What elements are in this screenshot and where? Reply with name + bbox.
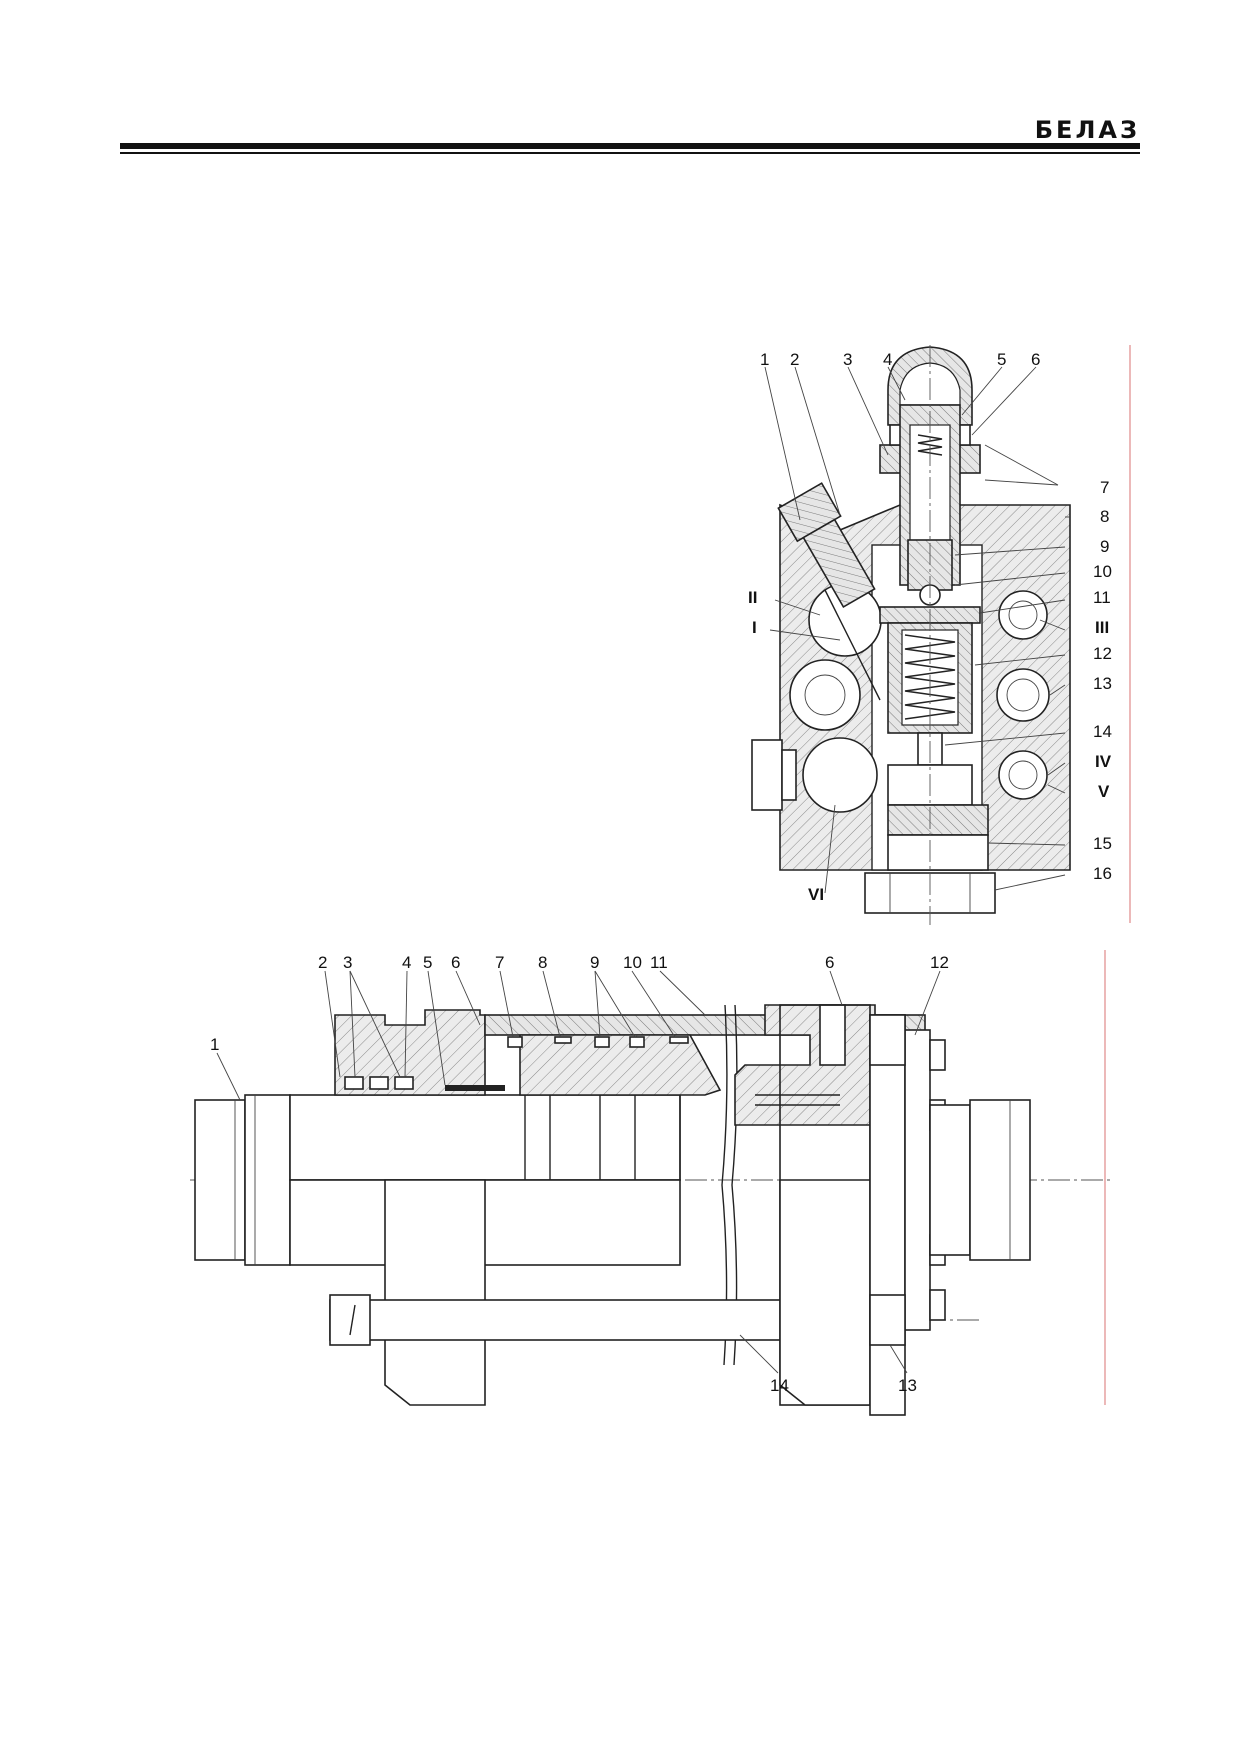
callout-12: 12 <box>1093 644 1112 663</box>
callout-1: 1 <box>210 1035 219 1054</box>
callout-7: 7 <box>1100 478 1109 497</box>
callout-2: 2 <box>790 350 799 369</box>
callout-i: I <box>752 618 757 637</box>
callout-4: 4 <box>402 953 411 972</box>
header-rule-thin <box>120 152 1140 154</box>
brand-logo: БЕЛАЗ <box>1034 116 1140 144</box>
callout-3: 3 <box>343 953 352 972</box>
callout-6-right: 6 <box>825 953 834 972</box>
callout-13: 13 <box>1093 674 1112 693</box>
callout-11: 11 <box>1093 588 1111 607</box>
callout-5: 5 <box>997 350 1006 369</box>
callout-5: 5 <box>423 953 432 972</box>
callout-ii: II <box>748 588 757 607</box>
callout-1: 1 <box>760 350 769 369</box>
callout-12: 12 <box>930 953 949 972</box>
callout-8: 8 <box>538 953 547 972</box>
callout-9: 9 <box>1100 537 1109 556</box>
callout-15: 15 <box>1093 834 1112 853</box>
callout-16: 16 <box>1093 864 1112 883</box>
callout-iii: III <box>1095 618 1109 637</box>
callout-9: 9 <box>590 953 599 972</box>
header-rule-thick <box>120 143 1140 149</box>
callout-13: 13 <box>898 1376 917 1395</box>
callout-14: 14 <box>1093 722 1112 741</box>
callout-vi: VI <box>808 885 824 904</box>
callout-11: 11 <box>650 953 668 972</box>
callout-6: 6 <box>451 953 460 972</box>
callout-v: V <box>1098 782 1110 801</box>
cylinder-assembly-diagram: 2 3 4 5 6 7 8 9 10 11 6 12 1 14 13 <box>190 950 1110 1416</box>
callout-14: 14 <box>770 1376 789 1395</box>
callout-8: 8 <box>1100 507 1109 526</box>
callout-3: 3 <box>843 350 852 369</box>
callout-7: 7 <box>495 953 504 972</box>
valve-block-diagram: 1 2 3 4 5 6 7 8 9 10 11 III 12 13 14 IV … <box>748 345 1131 925</box>
callout-10: 10 <box>1093 562 1112 581</box>
callout-6: 6 <box>1031 350 1040 369</box>
callout-2: 2 <box>318 953 327 972</box>
callout-10: 10 <box>623 953 642 972</box>
callout-4: 4 <box>883 350 892 369</box>
callout-iv: IV <box>1095 752 1112 771</box>
